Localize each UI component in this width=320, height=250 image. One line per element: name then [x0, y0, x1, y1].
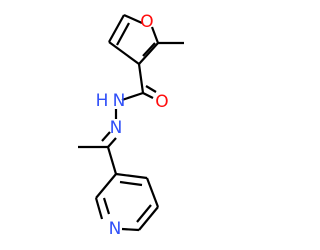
- bond-furan-c5-c4-inner: [116, 22, 130, 46]
- bond-pyr-c2-n-inner: [102, 197, 111, 215]
- pyridine-nitrogen-label: N: [109, 219, 122, 239]
- bond-carbonyl-nh: [121, 91, 144, 102]
- bond-pyr-n-c6: [121, 227, 140, 232]
- bond-pyr-c6-c5: [138, 206, 159, 231]
- bond-furan-c5-c4: [108, 14, 125, 43]
- bond-furan-c3-c2-inner: [142, 42, 156, 57]
- bond-pyr-c4-c3: [115, 172, 148, 180]
- amide-hydrogen-label: H: [96, 91, 109, 111]
- bond-imine-pyridine: [106, 146, 118, 175]
- bond-c3-carbonyl: [137, 63, 145, 94]
- bond-pyr-c6-c5-inner: [136, 204, 152, 223]
- bond-furan-c4-c3: [108, 41, 140, 65]
- bond-imine-double: [101, 131, 111, 142]
- bond-furan-o-c5: [123, 13, 143, 25]
- bond-carbonyl-o-double: [145, 85, 157, 93]
- bond-pyr-c4-c3-inner: [119, 180, 143, 187]
- atom-labels: O O N H N N: [96, 12, 169, 239]
- bond-imine: [107, 137, 117, 148]
- molecule-diagram: O O N H N N: [78, 12, 184, 239]
- carbonyl-oxygen-label: O: [155, 92, 168, 112]
- bond-pyr-c2-n: [94, 197, 104, 220]
- furan-oxygen-label: O: [140, 12, 153, 32]
- bonds: [78, 13, 184, 232]
- bond-pyr-c3-c2: [95, 173, 117, 199]
- bond-pyr-c5-c4: [145, 177, 160, 208]
- bond-carbonyl-o: [142, 92, 154, 99]
- bond-furan-c2-o: [150, 26, 160, 44]
- imine-nitrogen-label: N: [110, 118, 123, 138]
- amide-nitrogen-label: N: [113, 91, 126, 111]
- bond-furan-c3-c2: [138, 42, 159, 65]
